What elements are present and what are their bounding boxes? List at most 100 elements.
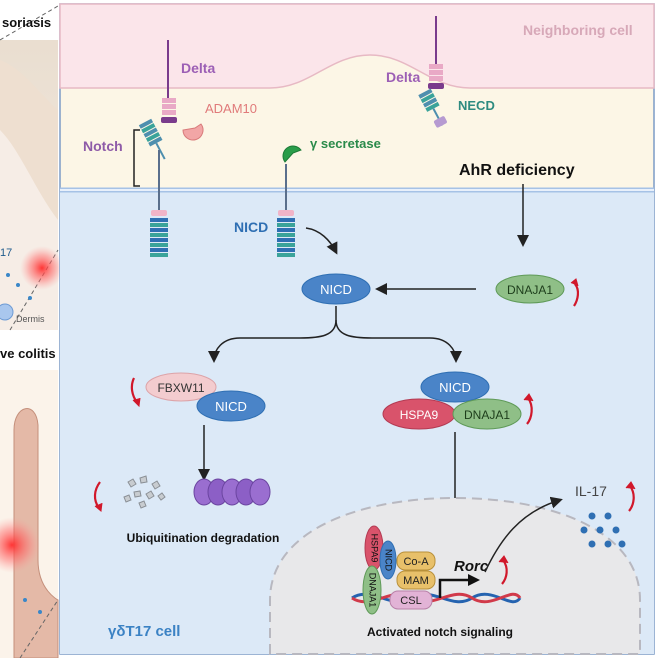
- hspa9-nuclear-label: HSPA9: [370, 534, 380, 563]
- nicd-nuclear-node: [379, 540, 397, 580]
- dnaja1-complex-node: [452, 398, 522, 430]
- il17-up-arrowhead: [625, 481, 636, 490]
- notch-label: Notch: [83, 138, 123, 154]
- nicd-segment: [277, 218, 295, 222]
- nicd-segment: [150, 223, 168, 227]
- left-panel: soriasis 17 Dermis ve colitis: [0, 0, 64, 659]
- ahr-deficiency-label: AhR deficiency: [459, 162, 575, 179]
- dna-helix-icon: [351, 592, 522, 604]
- dnaja1-nuclear-node: [362, 565, 382, 615]
- colon-panel-header: [0, 332, 58, 370]
- cell-dot: [28, 296, 32, 300]
- delta-segment: [429, 70, 443, 75]
- mam-label: MAM: [403, 575, 429, 587]
- csl-label: CSL: [400, 595, 421, 607]
- nicd-segment: [277, 228, 295, 232]
- nicd-center-node: [301, 273, 371, 305]
- proteasome-icon: [193, 478, 271, 506]
- notch-bracket: [133, 129, 140, 187]
- skin-panel-header: [0, 0, 58, 40]
- rorc-up-arrowhead: [498, 555, 509, 564]
- cell-dot: [6, 273, 10, 277]
- nicd-segment: [150, 233, 168, 237]
- nicd-nuclear-label: NICD: [384, 549, 394, 571]
- adam10-label: ADAM10: [205, 101, 257, 116]
- fbxw11-node: [145, 372, 217, 402]
- cell-dot: [16, 283, 20, 287]
- nicd-segment: [277, 223, 295, 227]
- nicd-segment: [150, 248, 168, 252]
- nicd-segment: [150, 228, 168, 232]
- zoom-dash-line-3: [19, 599, 59, 659]
- nicd-segment: [277, 233, 295, 237]
- delta-label-right: Delta: [386, 69, 420, 85]
- degradation-down-arrowhead: [94, 502, 103, 512]
- il17-dots: [580, 512, 626, 548]
- nicd-membrane-label: NICD: [234, 219, 268, 235]
- nicd-segment: [277, 253, 295, 257]
- adam10-icon: [182, 123, 204, 141]
- delta-head: [428, 83, 444, 89]
- nicd-cap: [278, 210, 294, 216]
- nicd-complex-label: NICD: [439, 380, 471, 395]
- cleavage-arrow: [305, 227, 338, 255]
- delta-label-left: Delta: [181, 60, 215, 76]
- branch-arrow-left: [208, 306, 337, 363]
- cell-dot: [23, 598, 27, 602]
- cell-dot: [38, 610, 42, 614]
- nicd-complex-node: [420, 371, 490, 403]
- nicd-segment: [150, 253, 168, 257]
- protein-fragments-icon: [123, 475, 166, 509]
- hspa9-label: HSPA9: [400, 408, 439, 422]
- delta-segment: [429, 76, 443, 81]
- nicd-segment: [277, 243, 295, 247]
- inflammation-spot-top: [20, 246, 64, 290]
- nicd-center-label: NICD: [320, 282, 352, 297]
- fbxw11-down-arrowhead: [132, 397, 141, 408]
- neighboring-cell-region: [59, 3, 655, 89]
- psoriasis-label: soriasis: [2, 15, 51, 30]
- nicd-segment: [277, 248, 295, 252]
- delta-head: [161, 117, 177, 123]
- csl-node: [389, 590, 433, 610]
- branch-arrow-right: [335, 319, 462, 363]
- delta-segment: [162, 110, 176, 115]
- ubiquitination-degradation-label: Ubiquitination degradation: [127, 531, 280, 545]
- nucleus-region: [269, 496, 641, 655]
- nicd-segment: [150, 243, 168, 247]
- transcription-start-arrow: [438, 578, 470, 598]
- delta-segment: [162, 104, 176, 109]
- immune-cell-icon: [0, 303, 14, 321]
- inflammation-spot-bottom: [0, 517, 40, 573]
- dnaja1-nuclear-label: DNAJA1: [368, 573, 378, 608]
- gamma-secretase-receptor: γ secretase NICD: [234, 136, 381, 257]
- necd-fragment: [418, 88, 447, 128]
- nicd-segment: [277, 238, 295, 242]
- dnaja1-complex-label: DNAJA1: [464, 408, 510, 422]
- nicd-cap: [151, 210, 167, 216]
- transcription-start-arrowhead: [468, 574, 480, 586]
- notch-receptor-left: Notch Delta ADAM10: [83, 40, 257, 257]
- dnaja1-up-arrowhead: [570, 278, 579, 287]
- colitis-label: ve colitis: [0, 346, 56, 361]
- notch-extracellular: [138, 118, 166, 160]
- gdT17-cell-label: γδT17 cell: [108, 623, 180, 640]
- il17-secretion-arrow: [484, 496, 563, 573]
- delta-segment: [162, 98, 176, 103]
- dnaja1-up-arrow: [573, 283, 580, 307]
- co-a-node: [396, 551, 436, 571]
- il17-label: IL-17: [575, 483, 607, 499]
- nicd-segment: [150, 238, 168, 242]
- rorc-label: Rorc: [454, 558, 489, 575]
- dnaja1-right-label: DNAJA1: [507, 283, 553, 297]
- co-a-label: Co-A: [403, 556, 429, 568]
- nicd-degradation-label: NICD: [215, 399, 247, 414]
- gamma-secretase-icon: [282, 145, 302, 163]
- delta-segment: [429, 64, 443, 69]
- dermis-label: Dermis: [16, 314, 45, 324]
- necd-label: NECD: [458, 98, 495, 113]
- delta-necd-right: Delta NECD: [386, 16, 495, 128]
- complex-up-arrowhead: [523, 393, 534, 402]
